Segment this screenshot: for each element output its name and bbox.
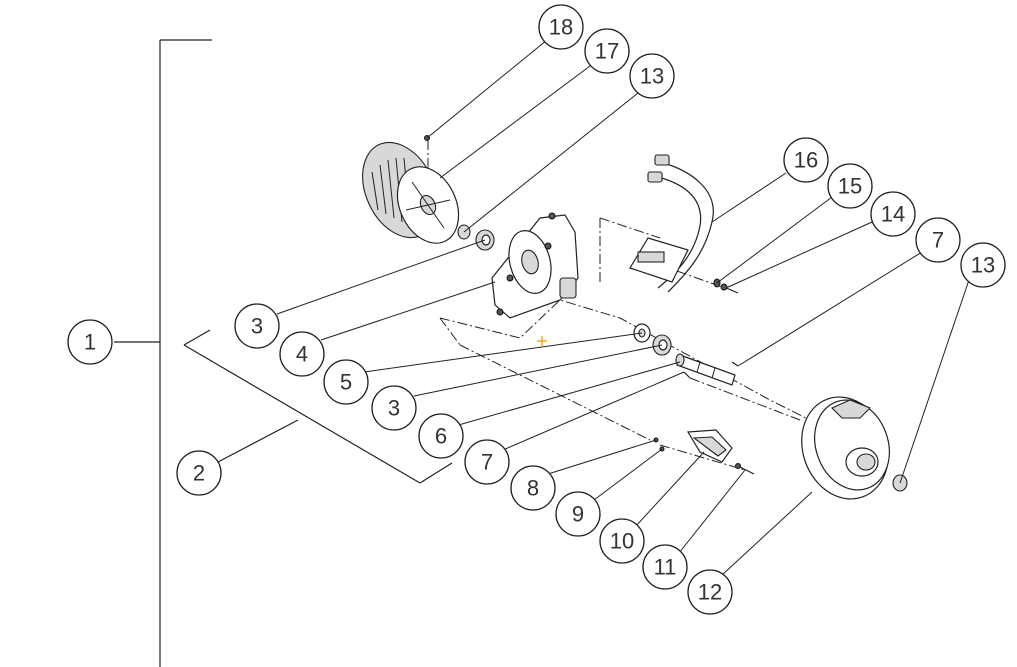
callout-4: 4 <box>279 331 325 377</box>
wiring-harness <box>629 154 714 293</box>
callout-2: 2 <box>176 450 222 496</box>
svg-text:3: 3 <box>251 314 263 339</box>
callout-18: 18 <box>538 4 584 50</box>
callout-16: 16 <box>783 137 829 183</box>
leader-lines <box>276 39 971 576</box>
harness-screw <box>720 283 739 294</box>
callout-1: 1 <box>67 319 113 365</box>
callout-9: 9 <box>555 491 601 537</box>
svg-text:12: 12 <box>698 580 722 605</box>
svg-text:10: 10 <box>610 529 634 554</box>
svg-text:15: 15 <box>838 174 862 199</box>
clip-screw <box>735 463 755 475</box>
svg-text:17: 17 <box>595 39 619 64</box>
svg-text:14: 14 <box>881 202 905 227</box>
svg-text:2: 2 <box>193 461 205 486</box>
callout-8: 8 <box>510 465 556 511</box>
svg-text:3: 3 <box>388 396 400 421</box>
subassembly-bracket <box>183 329 453 484</box>
callout-15: 15 <box>827 163 873 209</box>
callout-7-top: 7 <box>915 217 961 263</box>
svg-text:13: 13 <box>640 64 664 89</box>
callout-13-top: 13 <box>629 53 675 99</box>
svg-text:11: 11 <box>654 555 677 580</box>
mounting-plate <box>491 212 579 319</box>
svg-text:5: 5 <box>340 370 352 395</box>
svg-text:7: 7 <box>932 228 944 253</box>
svg-text:8: 8 <box>527 476 539 501</box>
pin-lower <box>683 371 691 379</box>
callout-7-lower: 7 <box>464 439 510 485</box>
callout-3-left: 3 <box>234 303 280 349</box>
callout-14: 14 <box>870 191 916 237</box>
assembly-bracket <box>114 39 212 667</box>
svg-text:1: 1 <box>84 330 96 355</box>
svg-text:16: 16 <box>794 148 818 173</box>
callout-12: 12 <box>687 569 733 615</box>
callout-17: 17 <box>584 28 630 74</box>
center-lines <box>427 140 821 471</box>
svg-text:7: 7 <box>481 450 493 475</box>
callout-3-lower: 3 <box>371 385 417 431</box>
shaft <box>675 353 736 386</box>
svg-text:13: 13 <box>971 253 995 278</box>
blower-wheel <box>362 141 460 244</box>
callout-11: 11 <box>642 544 688 590</box>
callout-10: 10 <box>599 518 645 564</box>
cover-housing <box>801 396 890 500</box>
svg-text:18: 18 <box>549 15 573 40</box>
pin-upper <box>731 361 739 367</box>
svg-text:6: 6 <box>435 424 447 449</box>
svg-text:4: 4 <box>296 342 308 367</box>
svg-text:9: 9 <box>572 502 584 527</box>
bracket-clip <box>686 429 733 463</box>
callout-5: 5 <box>323 359 369 405</box>
cursor-marker <box>537 336 547 346</box>
callout-13-right: 13 <box>960 242 1006 288</box>
callout-6: 6 <box>418 413 464 459</box>
